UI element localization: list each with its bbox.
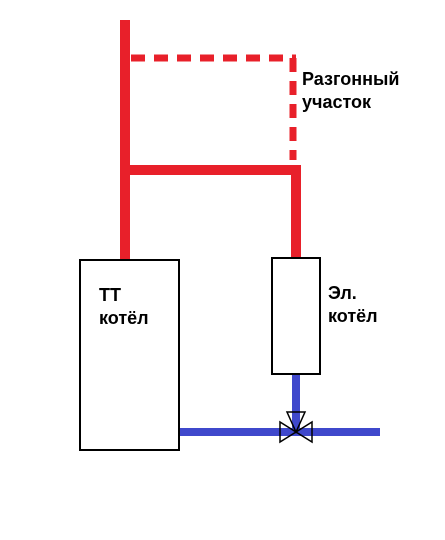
el-boiler-box xyxy=(271,257,321,375)
tt-boiler-label: ТТ котёл xyxy=(99,284,149,330)
three-way-valve-icon xyxy=(279,411,313,444)
return-pipes xyxy=(178,374,380,436)
el-boiler-label-line1: Эл. xyxy=(328,283,357,303)
accel-section-label: Разгонный участок xyxy=(302,68,399,114)
accel-section-label-line2: участок xyxy=(302,92,372,112)
supply-pipes xyxy=(120,20,301,260)
el-boiler-label: Эл. котёл xyxy=(328,282,378,328)
accel-section-dashed xyxy=(131,54,297,160)
tt-boiler-box xyxy=(79,259,180,451)
tt-boiler-label-line2: котёл xyxy=(99,308,149,328)
accel-section-label-line1: Разгонный xyxy=(302,69,400,89)
tt-boiler-label-line1: ТТ xyxy=(99,285,121,305)
el-boiler-label-line2: котёл xyxy=(328,306,378,326)
